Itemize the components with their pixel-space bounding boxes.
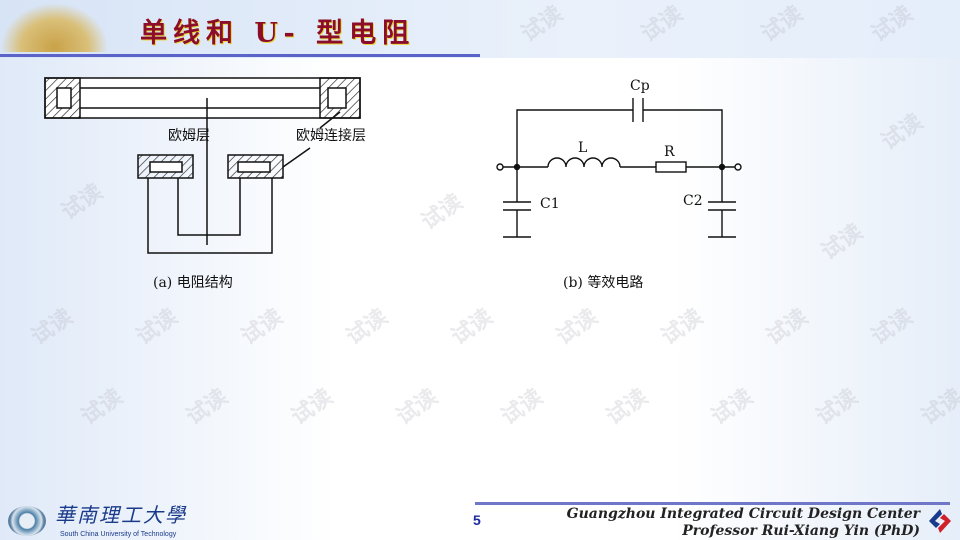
- campus-gate-image: [2, 4, 107, 52]
- university-name-en: South China University of Technology: [60, 531, 177, 538]
- l-label: L: [578, 140, 588, 156]
- design-center-name: Guangzhou Integrated Circuit Design Cent…: [566, 506, 920, 522]
- ohmic-contact-layer-label: 欧姆连接层: [296, 128, 366, 144]
- r-label: R: [664, 144, 675, 160]
- university-seal-icon: [8, 506, 46, 536]
- page-number: 5: [473, 512, 481, 528]
- c1-label: C1: [540, 196, 560, 212]
- cp-label: Cp: [630, 78, 650, 94]
- slide-title: 单线和 U- 型电阻: [140, 18, 416, 49]
- resistor-structure-diagram: [44, 77, 361, 254]
- university-name-cn: 華南理工大學: [55, 503, 187, 527]
- ohmic-layer-label: 欧姆层: [168, 128, 210, 144]
- title-underline: [0, 54, 480, 57]
- professor-name: Professor Rui-Xiang Yin (PhD): [682, 523, 920, 539]
- c2-label: C2: [683, 193, 703, 209]
- footer-rule: [475, 502, 950, 505]
- figure-a-caption: (a) 电阻结构: [153, 275, 233, 291]
- equivalent-circuit-diagram: [496, 98, 742, 238]
- center-logo-icon: [929, 509, 951, 533]
- figure-b-caption: (b) 等效电路: [563, 275, 644, 291]
- slide-header: 单线和 U- 型电阻: [0, 0, 960, 58]
